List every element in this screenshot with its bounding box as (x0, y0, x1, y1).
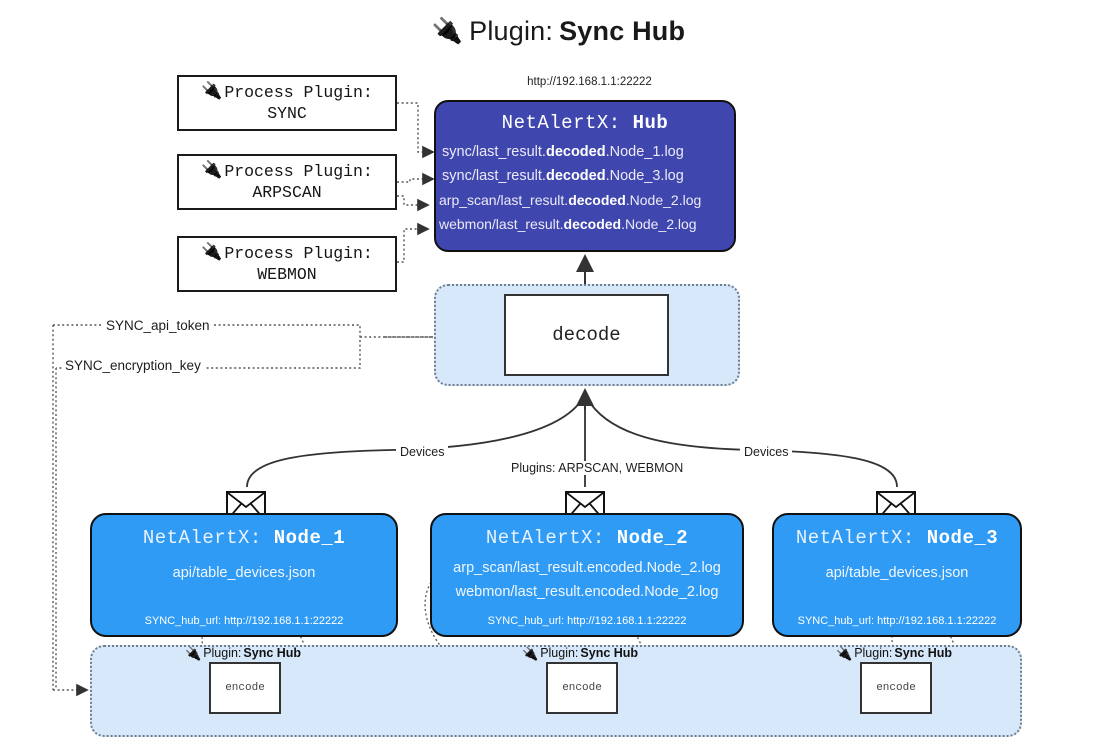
process-plugin-label: Process Plugin: (224, 244, 373, 263)
node-hub-url: SYNC_hub_url: http://192.168.1.1:22222 (797, 615, 997, 627)
process-plugin-sync[interactable]: 🔌Process Plugin: SYNC (177, 75, 397, 131)
edge-label-plugins: Plugins: ARPSCAN, WEBMON (507, 461, 688, 475)
hub-title-prefix: NetAlertX: (501, 112, 621, 134)
node-resource-line: arp_scan/last_result.encoded.Node_2.log (453, 560, 721, 576)
hub-node[interactable]: NetAlertX: Hub sync/last_result.decoded.… (434, 100, 736, 252)
process-plugin-name: WEBMON (257, 265, 317, 284)
edge-label-devices-left: Devices (396, 445, 449, 459)
hub-title: NetAlertX: Hub (436, 112, 734, 134)
node-resource-line: api/table_devices.json (172, 565, 316, 581)
process-plugin-label: Process Plugin: (224, 83, 373, 102)
encode-box[interactable]: encode (546, 662, 618, 714)
process-plugin-label: Process Plugin: (224, 162, 373, 181)
hub-log-line: sync/last_result.decoded.Node_3.log (442, 168, 684, 184)
edge-label-devices-right: Devices (740, 445, 793, 459)
plug-icon: 🔌 (522, 645, 539, 661)
encode-box[interactable]: encode (860, 662, 932, 714)
page-title-prefix: Plugin: (469, 16, 554, 46)
encode-plugin-caption: 🔌 Plugin:Sync Hub (185, 645, 302, 661)
hub-log-line: sync/last_result.decoded.Node_1.log (442, 144, 684, 160)
node-resource-line: webmon/last_result.encoded.Node_2.log (455, 584, 719, 600)
encode-plugin-caption: 🔌 Plugin:Sync Hub (522, 645, 639, 661)
node-box-node-3[interactable]: NetAlertX: Node_3 api/table_devices.json… (772, 513, 1022, 637)
hub-log-line: webmon/last_result.decoded.Node_2.log (439, 216, 697, 232)
encode-box[interactable]: encode (209, 662, 281, 714)
process-plugin-name: ARPSCAN (252, 183, 322, 202)
decode-box[interactable]: decode (504, 294, 669, 376)
node-box-node-1[interactable]: NetAlertX: Node_1 api/table_devices.json… (90, 513, 398, 637)
node-title: NetAlertX: Node_2 (485, 527, 689, 549)
plug-icon: 🔌 (201, 83, 223, 102)
page-title-name: Sync Hub (559, 16, 686, 46)
plug-icon: 🔌 (431, 17, 464, 45)
node-title: NetAlertX: Node_1 (142, 527, 346, 549)
hub-title-name: Hub (632, 112, 669, 134)
node-hub-url: SYNC_hub_url: http://192.168.1.1:22222 (144, 615, 344, 627)
node-box-node-2[interactable]: NetAlertX: Node_2 arp_scan/last_result.e… (430, 513, 744, 637)
plug-icon: 🔌 (201, 244, 223, 263)
sync-api-token-label: SYNC_api_token (103, 318, 213, 333)
hub-log-line: arp_scan/last_result.decoded.Node_2.log (439, 192, 702, 208)
encode-plugin-caption: 🔌 Plugin:Sync Hub (836, 645, 953, 661)
process-plugin-name: SYNC (267, 104, 307, 123)
node-resource-line: api/table_devices.json (825, 565, 969, 581)
sync-encryption-key-label: SYNC_encryption_key (62, 358, 204, 373)
node-title: NetAlertX: Node_3 (795, 527, 999, 549)
process-plugin-arpscan[interactable]: 🔌Process Plugin: ARPSCAN (177, 154, 397, 210)
plug-icon: 🔌 (201, 162, 223, 181)
node-hub-url: SYNC_hub_url: http://192.168.1.1:22222 (487, 615, 687, 627)
hub-url-label: http://192.168.1.1:22222 (527, 76, 652, 88)
plug-icon: 🔌 (836, 645, 853, 661)
plug-icon: 🔌 (185, 645, 202, 661)
page-title: 🔌 Plugin: Sync Hub (0, 16, 1117, 47)
process-plugin-webmon[interactable]: 🔌Process Plugin: WEBMON (177, 236, 397, 292)
